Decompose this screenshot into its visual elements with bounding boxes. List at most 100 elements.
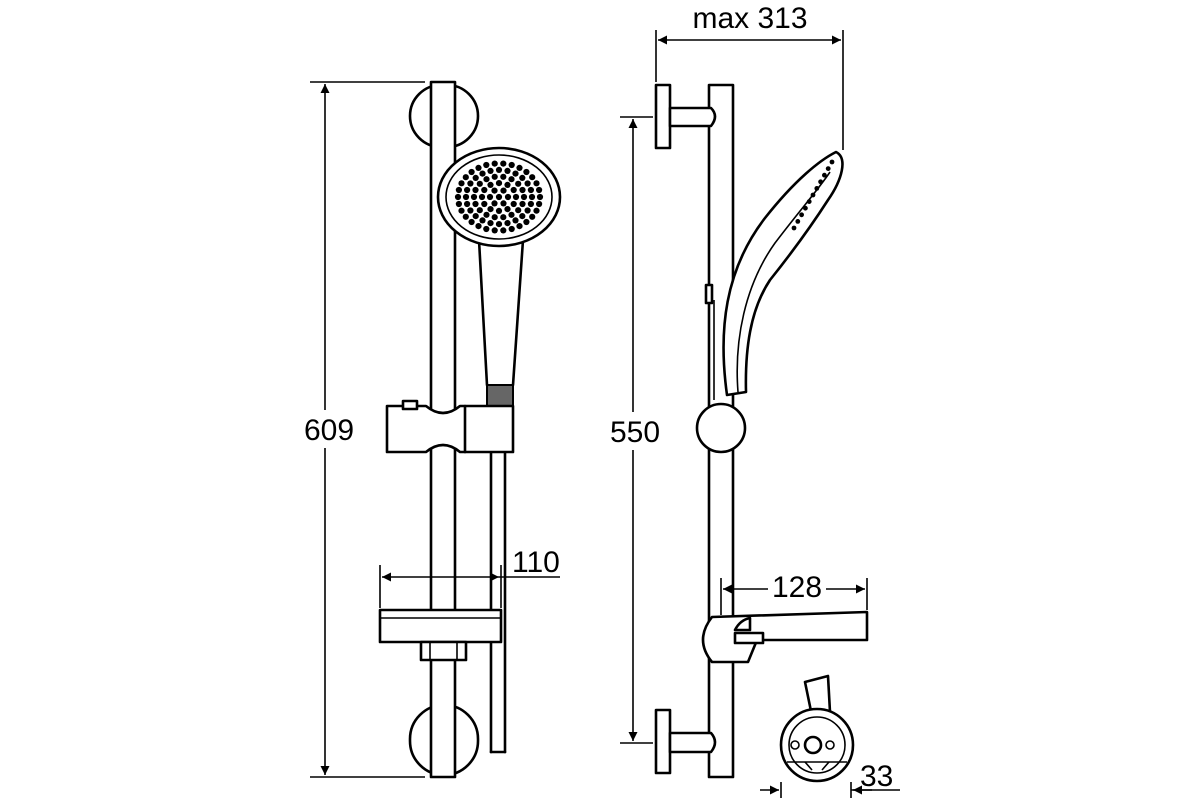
nozzle-dot	[478, 193, 486, 201]
front-view: 609 110	[298, 80, 562, 779]
nozzle-dot	[495, 166, 503, 173]
nozzle-dot	[512, 170, 519, 177]
side-bottom-bracket	[654, 708, 717, 775]
side-nozzle-dot	[814, 186, 820, 191]
side-nozzle-dot	[795, 219, 801, 224]
label-bracket-spacing: 550	[610, 416, 660, 449]
nozzle-dot	[520, 193, 528, 201]
nozzle-dot	[468, 168, 475, 176]
nozzle-dot	[515, 207, 522, 214]
nozzle-dot	[536, 186, 543, 194]
nozzle-dot	[481, 200, 488, 208]
nozzle-dot	[508, 161, 515, 169]
nozzle-dot	[483, 225, 490, 233]
front-soap-dish	[378, 608, 503, 662]
side-nozzle-dot	[791, 225, 797, 231]
nozzle-dot	[527, 200, 535, 208]
nozzle-dot	[495, 193, 503, 201]
label-max-projection: max 313	[692, 2, 807, 35]
holder-screw	[803, 735, 823, 755]
nozzle-dot	[495, 221, 503, 228]
nozzle-dot	[467, 180, 474, 187]
side-soap-dish	[701, 610, 869, 664]
nozzle-dot	[472, 186, 479, 194]
label-dish-depth: 128	[772, 571, 822, 604]
nozzle-dot	[519, 200, 526, 208]
nozzle-dot	[455, 186, 462, 194]
nozzle-dot	[512, 193, 520, 201]
nozzle-dot	[504, 193, 512, 201]
dimension-max-projection: max 313	[655, 2, 844, 150]
front-hose	[489, 446, 507, 754]
holder-detail: 33	[760, 674, 900, 798]
nozzle-dot	[516, 223, 523, 230]
side-joint	[695, 402, 747, 454]
nozzle-dot	[462, 193, 470, 201]
nozzle-dot	[462, 213, 469, 220]
nozzle-dot	[487, 181, 494, 188]
side-rail-stop	[704, 283, 714, 305]
nozzle-dot	[483, 161, 490, 169]
nozzle-dot	[508, 225, 515, 233]
nozzle-dot	[487, 167, 494, 174]
side-nozzle-dot	[810, 192, 816, 198]
nozzle-dot	[458, 207, 465, 214]
nozzle-dot	[467, 207, 474, 214]
nozzle-dot	[504, 167, 511, 174]
nozzle-dot	[500, 173, 507, 180]
front-handle	[477, 238, 525, 393]
nozzle-dot	[519, 174, 526, 181]
nozzle-dot	[500, 187, 507, 194]
nozzle-dot	[533, 207, 540, 214]
front-slider-holder	[385, 399, 515, 454]
nozzle-dot	[533, 180, 540, 187]
nozzle-dot	[486, 193, 494, 201]
side-nozzle-dot	[803, 205, 808, 211]
nozzle-dot	[483, 211, 490, 218]
nozzle-dot	[504, 206, 511, 213]
nozzle-dot	[472, 174, 479, 181]
nozzle-dot	[487, 206, 494, 213]
nozzle-dot	[487, 220, 494, 227]
side-nozzle-dot	[799, 212, 804, 218]
nozzle-dot	[491, 227, 498, 234]
nozzle-dot	[508, 211, 515, 218]
nozzle-dot	[464, 200, 471, 208]
nozzle-dot	[510, 200, 517, 208]
side-nozzle-dot	[822, 172, 827, 178]
nozzle-dot	[470, 193, 478, 201]
nozzle-dot	[515, 180, 522, 187]
nozzle-dot	[524, 180, 531, 187]
nozzle-dot	[524, 207, 531, 214]
nozzle-dot	[491, 200, 498, 207]
front-shower-head	[436, 146, 562, 248]
nozzle-dot	[491, 173, 498, 180]
nozzle-dot	[458, 180, 465, 187]
nozzle-dot	[455, 200, 462, 208]
nozzle-dot	[528, 193, 536, 201]
nozzle-dot	[500, 214, 507, 221]
nozzle-dot	[529, 213, 536, 220]
nozzle-dot	[468, 218, 475, 226]
nozzle-dot	[519, 213, 526, 220]
nozzle-dot	[491, 187, 498, 194]
nozzle-dot	[462, 174, 469, 181]
nozzle-dot	[510, 186, 517, 194]
nozzle-dot	[481, 186, 488, 194]
nozzle-dot	[516, 164, 523, 171]
nozzle-dot	[527, 186, 535, 194]
side-nozzle-dot	[818, 179, 823, 185]
front-handle-knurl	[486, 384, 514, 408]
nozzle-dot	[479, 217, 486, 224]
nozzle-dot	[491, 160, 498, 167]
dimension-dish-width: 110	[379, 546, 560, 608]
nozzle-dot	[483, 176, 490, 183]
dimension-holder-size: 33	[760, 760, 900, 798]
nozzle-dot	[500, 160, 507, 167]
nozzle-dot	[476, 180, 483, 187]
nozzle-dot	[491, 214, 498, 221]
side-nozzle-dot	[825, 166, 831, 172]
nozzle-dot	[500, 227, 507, 234]
